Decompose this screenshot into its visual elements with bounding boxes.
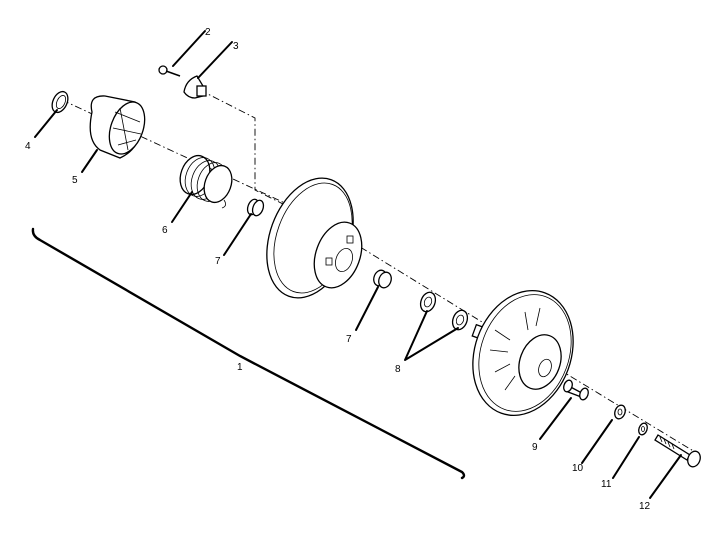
snap-ring-part (51, 90, 69, 114)
lock-washer-part (638, 422, 648, 436)
movable-sheave-part (266, 177, 363, 299)
cam-helix-part (89, 95, 146, 159)
screw-part (158, 65, 181, 77)
callout-5: 5 (72, 175, 78, 186)
callout-3: 3 (233, 41, 239, 52)
callout-7a: 7 (215, 256, 221, 267)
stationary-sheave-part (471, 290, 574, 416)
center-axis (61, 89, 701, 456)
callout-11: 11 (601, 479, 612, 490)
spring-part (179, 154, 233, 209)
callout-8: 8 (395, 364, 401, 375)
washer-part (614, 404, 626, 420)
callout-9: 9 (532, 442, 538, 453)
callout-4: 4 (25, 141, 31, 152)
callout-2: 2 (205, 27, 211, 38)
callout-7b: 7 (346, 334, 352, 345)
washers-part (419, 291, 469, 331)
leader-lines (34, 30, 682, 499)
callout-12: 12 (639, 501, 651, 512)
shoe-part (183, 75, 207, 99)
assembly-bracket (31, 227, 466, 480)
bushing-part-a (246, 198, 265, 217)
spacer-part (563, 379, 589, 401)
callout-6: 6 (162, 225, 168, 236)
bushing-part-b (373, 269, 392, 289)
bolt-part (654, 434, 701, 468)
callout-1: 1 (237, 362, 243, 373)
callout-10: 10 (572, 463, 584, 474)
